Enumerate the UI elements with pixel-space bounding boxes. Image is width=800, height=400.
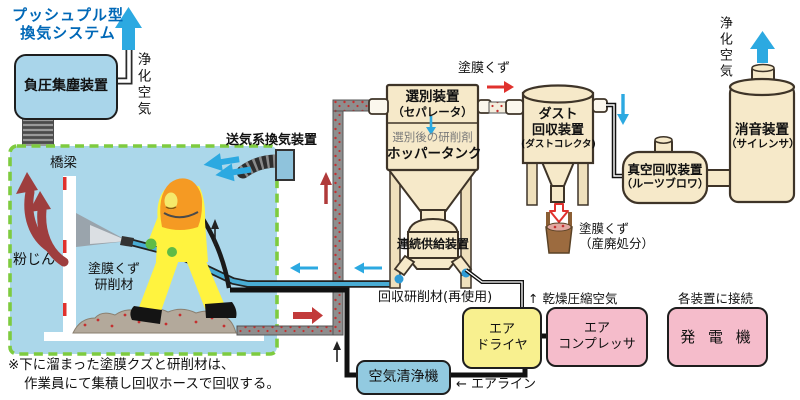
generator-box: 発 電 機 bbox=[667, 307, 768, 367]
separator-label: 選別装置 （セパレータ） bbox=[392, 89, 473, 120]
footnote-line2: 作業員にて集積し回収ホースで回収する。 bbox=[24, 376, 280, 392]
blast-spray bbox=[76, 213, 128, 247]
silencer-unit bbox=[728, 63, 796, 204]
footnote-line1: ※下に溜まった塗膜クズと研削材は、 bbox=[8, 357, 235, 373]
dry-air-label: ↑ 乾燥圧縮空気 bbox=[528, 291, 618, 306]
separator-down-arrow bbox=[426, 116, 436, 135]
clean-air-up-arrow-left bbox=[115, 7, 142, 50]
neg-pressure-dust-collector: 負圧集塵装置 bbox=[14, 54, 118, 120]
dust-label: 粉じん bbox=[13, 252, 55, 268]
waste-label: 塗膜くず （産廃処分） bbox=[579, 221, 655, 252]
airline-label: ← エアライン bbox=[456, 377, 537, 392]
vacuum-pipe bbox=[606, 94, 629, 179]
worker bbox=[130, 178, 237, 324]
purifier-up-arrow bbox=[333, 341, 341, 362]
feeder-label: 連続供給装置 bbox=[396, 237, 469, 251]
blast-nozzle bbox=[120, 236, 134, 247]
hopper-tank-label: ホッパータンク bbox=[387, 146, 482, 162]
air-dryer-box: エア ドライヤ bbox=[462, 307, 542, 369]
flex-duct bbox=[22, 116, 54, 149]
worker-glove bbox=[145, 238, 157, 250]
waste-drop-arrow bbox=[549, 203, 569, 223]
silencer-label: 消音装置 （サイレンサ） bbox=[726, 122, 800, 151]
bridge-wall bbox=[44, 176, 264, 341]
hose-coupling bbox=[394, 274, 404, 284]
compressed-air-pipe bbox=[464, 268, 524, 308]
chips-arrow bbox=[487, 81, 514, 93]
dust-collector-label: ダスト 回収装置 (ダストコレクタ) bbox=[521, 107, 596, 150]
system-title: プッシュプル型 換気システム bbox=[12, 6, 125, 43]
dust-collector bbox=[505, 84, 608, 206]
bridge-label: 橋梁 bbox=[50, 155, 77, 171]
dust-rise-arrows bbox=[16, 172, 69, 267]
clean-air-label-right: 浄化空気 bbox=[716, 16, 732, 80]
vacuum-unit bbox=[621, 136, 733, 205]
supply-air-arrows bbox=[203, 153, 252, 182]
after-sorting-label: 選別後の研削剤 bbox=[392, 130, 473, 144]
waste-bucket bbox=[545, 212, 573, 254]
clean-air-up-arrow-right bbox=[750, 31, 775, 63]
recovered-abrasive-label: 回収研削材(再使用) bbox=[378, 290, 493, 305]
clean-air-label-left: 浄化空気 bbox=[134, 52, 151, 118]
recovery-pipe bbox=[236, 99, 371, 336]
vacuum-label: 真空回収装置 （ルーツブロワ） bbox=[621, 162, 709, 191]
worker-hood bbox=[160, 178, 203, 230]
air-purifier-box: 空気清浄機 bbox=[356, 360, 451, 395]
recovery-flow-arrows bbox=[293, 172, 332, 324]
air-line bbox=[230, 287, 528, 378]
air-compressor-box: エア コンプレッサ bbox=[546, 307, 648, 367]
debris-label: 塗膜くず 研削材 bbox=[87, 262, 140, 293]
hose-flow-arrows bbox=[290, 262, 382, 274]
supply-vent-label: 送気系換気装置 bbox=[226, 133, 318, 148]
generator-note-label: 各装置に接続 bbox=[678, 291, 754, 306]
chips-label-top: 塗膜くず bbox=[458, 61, 511, 76]
